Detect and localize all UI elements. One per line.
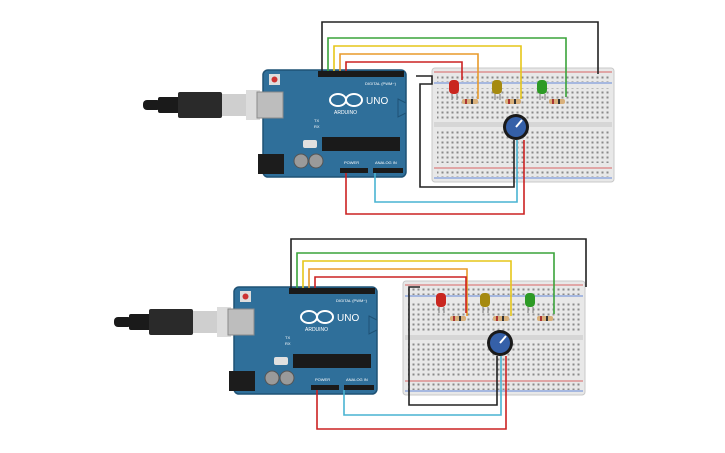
analog-header xyxy=(344,385,374,390)
digital-label: DIGITAL (PWM~) xyxy=(336,298,368,303)
wire-red-top xyxy=(314,276,467,313)
tx-label: TX xyxy=(285,335,290,340)
arduino-board[interactable]: ARDUINO UNO DIGITAL (PWM~) TX RX POWER A… xyxy=(227,286,378,395)
wire-green xyxy=(296,252,555,314)
wire-black xyxy=(321,21,599,74)
wire-green xyxy=(327,37,567,97)
circuit-top: ARDUINO UNO DIGITAL (PWM~) TX RX POWER A… xyxy=(143,21,615,215)
wire-orange xyxy=(339,53,479,99)
resistor-icon xyxy=(537,316,553,321)
wires xyxy=(290,238,587,430)
digital-label: DIGITAL (PWM~) xyxy=(365,81,397,86)
led-green[interactable] xyxy=(525,293,535,313)
tx-label: TX xyxy=(314,118,319,123)
board-brand: ARDUINO xyxy=(334,110,357,116)
wire-yellow xyxy=(333,45,522,99)
wire-red-top xyxy=(345,61,463,80)
led-red[interactable] xyxy=(449,80,459,100)
power-label: POWER xyxy=(344,160,359,165)
analog-label: ANALOG IN xyxy=(375,160,397,165)
resistor-icon xyxy=(462,99,478,104)
resistor-icon xyxy=(505,99,521,104)
board-model: UNO xyxy=(337,313,359,324)
power-header xyxy=(311,385,339,390)
power-jack xyxy=(229,371,255,391)
power-label: POWER xyxy=(315,377,330,382)
board-brand: ARDUINO xyxy=(305,327,328,333)
rx-label: RX xyxy=(285,341,291,346)
power-header xyxy=(340,168,368,173)
wires xyxy=(321,21,599,215)
wire-black xyxy=(290,238,587,288)
analog-header xyxy=(373,168,403,173)
wire-black-pot xyxy=(416,75,515,188)
rx-label: RX xyxy=(314,124,320,129)
potentiometer-icon[interactable] xyxy=(487,330,513,356)
wire-red-power xyxy=(316,356,507,430)
wire-black-pot xyxy=(408,286,498,406)
led-yellow[interactable] xyxy=(492,80,502,100)
led-red[interactable] xyxy=(436,293,446,313)
arduino-logo-icon xyxy=(329,93,363,107)
chip xyxy=(322,137,400,151)
digital-header xyxy=(289,288,375,294)
led-green[interactable] xyxy=(537,80,547,100)
resistor-icon xyxy=(493,316,509,321)
wire-cyan xyxy=(374,140,518,203)
usb-cable-icon xyxy=(114,307,231,337)
circuit-bottom: ARDUINO UNO DIGITAL (PWM~) TX RX POWER A… xyxy=(114,238,587,430)
chip xyxy=(293,354,371,368)
digital-header xyxy=(318,71,404,77)
wire-yellow xyxy=(302,260,512,316)
arduino-logo-icon xyxy=(300,310,334,324)
wire-red-power xyxy=(345,140,525,215)
usb-port xyxy=(227,308,255,336)
wire-orange xyxy=(308,268,468,316)
led-yellow[interactable] xyxy=(480,293,490,313)
potentiometer-icon[interactable] xyxy=(503,114,529,140)
analog-label: ANALOG IN xyxy=(346,377,368,382)
usb-cable-icon xyxy=(143,90,260,120)
board-model: UNO xyxy=(366,96,388,107)
power-jack xyxy=(258,154,284,174)
resistor-icon xyxy=(549,99,565,104)
arduino-board[interactable]: ARDUINO UNO DIGITAL (PWM~) TX RX POWER A… xyxy=(256,69,407,178)
wire-cyan xyxy=(343,356,502,416)
resistor-icon xyxy=(450,316,466,321)
usb-port xyxy=(256,91,284,119)
